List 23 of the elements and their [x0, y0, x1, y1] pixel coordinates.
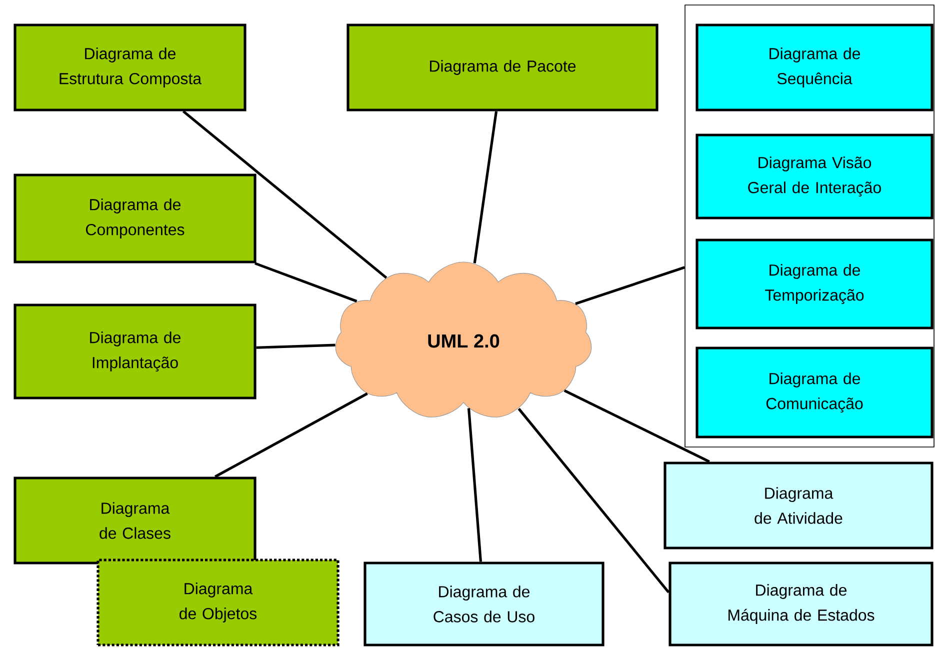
connector-line	[254, 262, 358, 302]
diagram-box: Diagrama de Implantação	[14, 304, 256, 400]
diagram-box: Diagrama de Máquina de Estados	[668, 562, 934, 646]
diagram-box: Diagrama de Comunicação	[696, 346, 934, 438]
connector-line	[473, 111, 498, 264]
diagram-box: Diagrama de Clases	[14, 476, 256, 564]
connector-line	[575, 266, 686, 305]
dotted-box: Diagrama de Objetos	[96, 558, 340, 646]
connector-line	[518, 408, 670, 594]
diagram-box: Diagrama de Atividade	[664, 462, 934, 550]
diagram-box: Diagrama de Pacote	[346, 24, 658, 112]
diagram-box: Diagrama de Sequência	[696, 24, 934, 112]
connector-line	[182, 110, 388, 279]
connector-line	[467, 408, 482, 562]
diagram-box: Diagrama de Temporização	[696, 238, 934, 330]
diagram-box: Diagrama Visão Geral de Interação	[696, 134, 934, 220]
connector-line	[564, 389, 710, 463]
diagram-box: Diagrama de Casos de Uso	[364, 562, 604, 646]
connector-line	[214, 392, 368, 478]
connector-line	[256, 344, 336, 349]
group-frame	[684, 4, 934, 448]
diagram-box: Diagrama de Estrutura Composta	[14, 24, 246, 112]
diagram-box: Diagrama de Componentes	[14, 174, 256, 264]
